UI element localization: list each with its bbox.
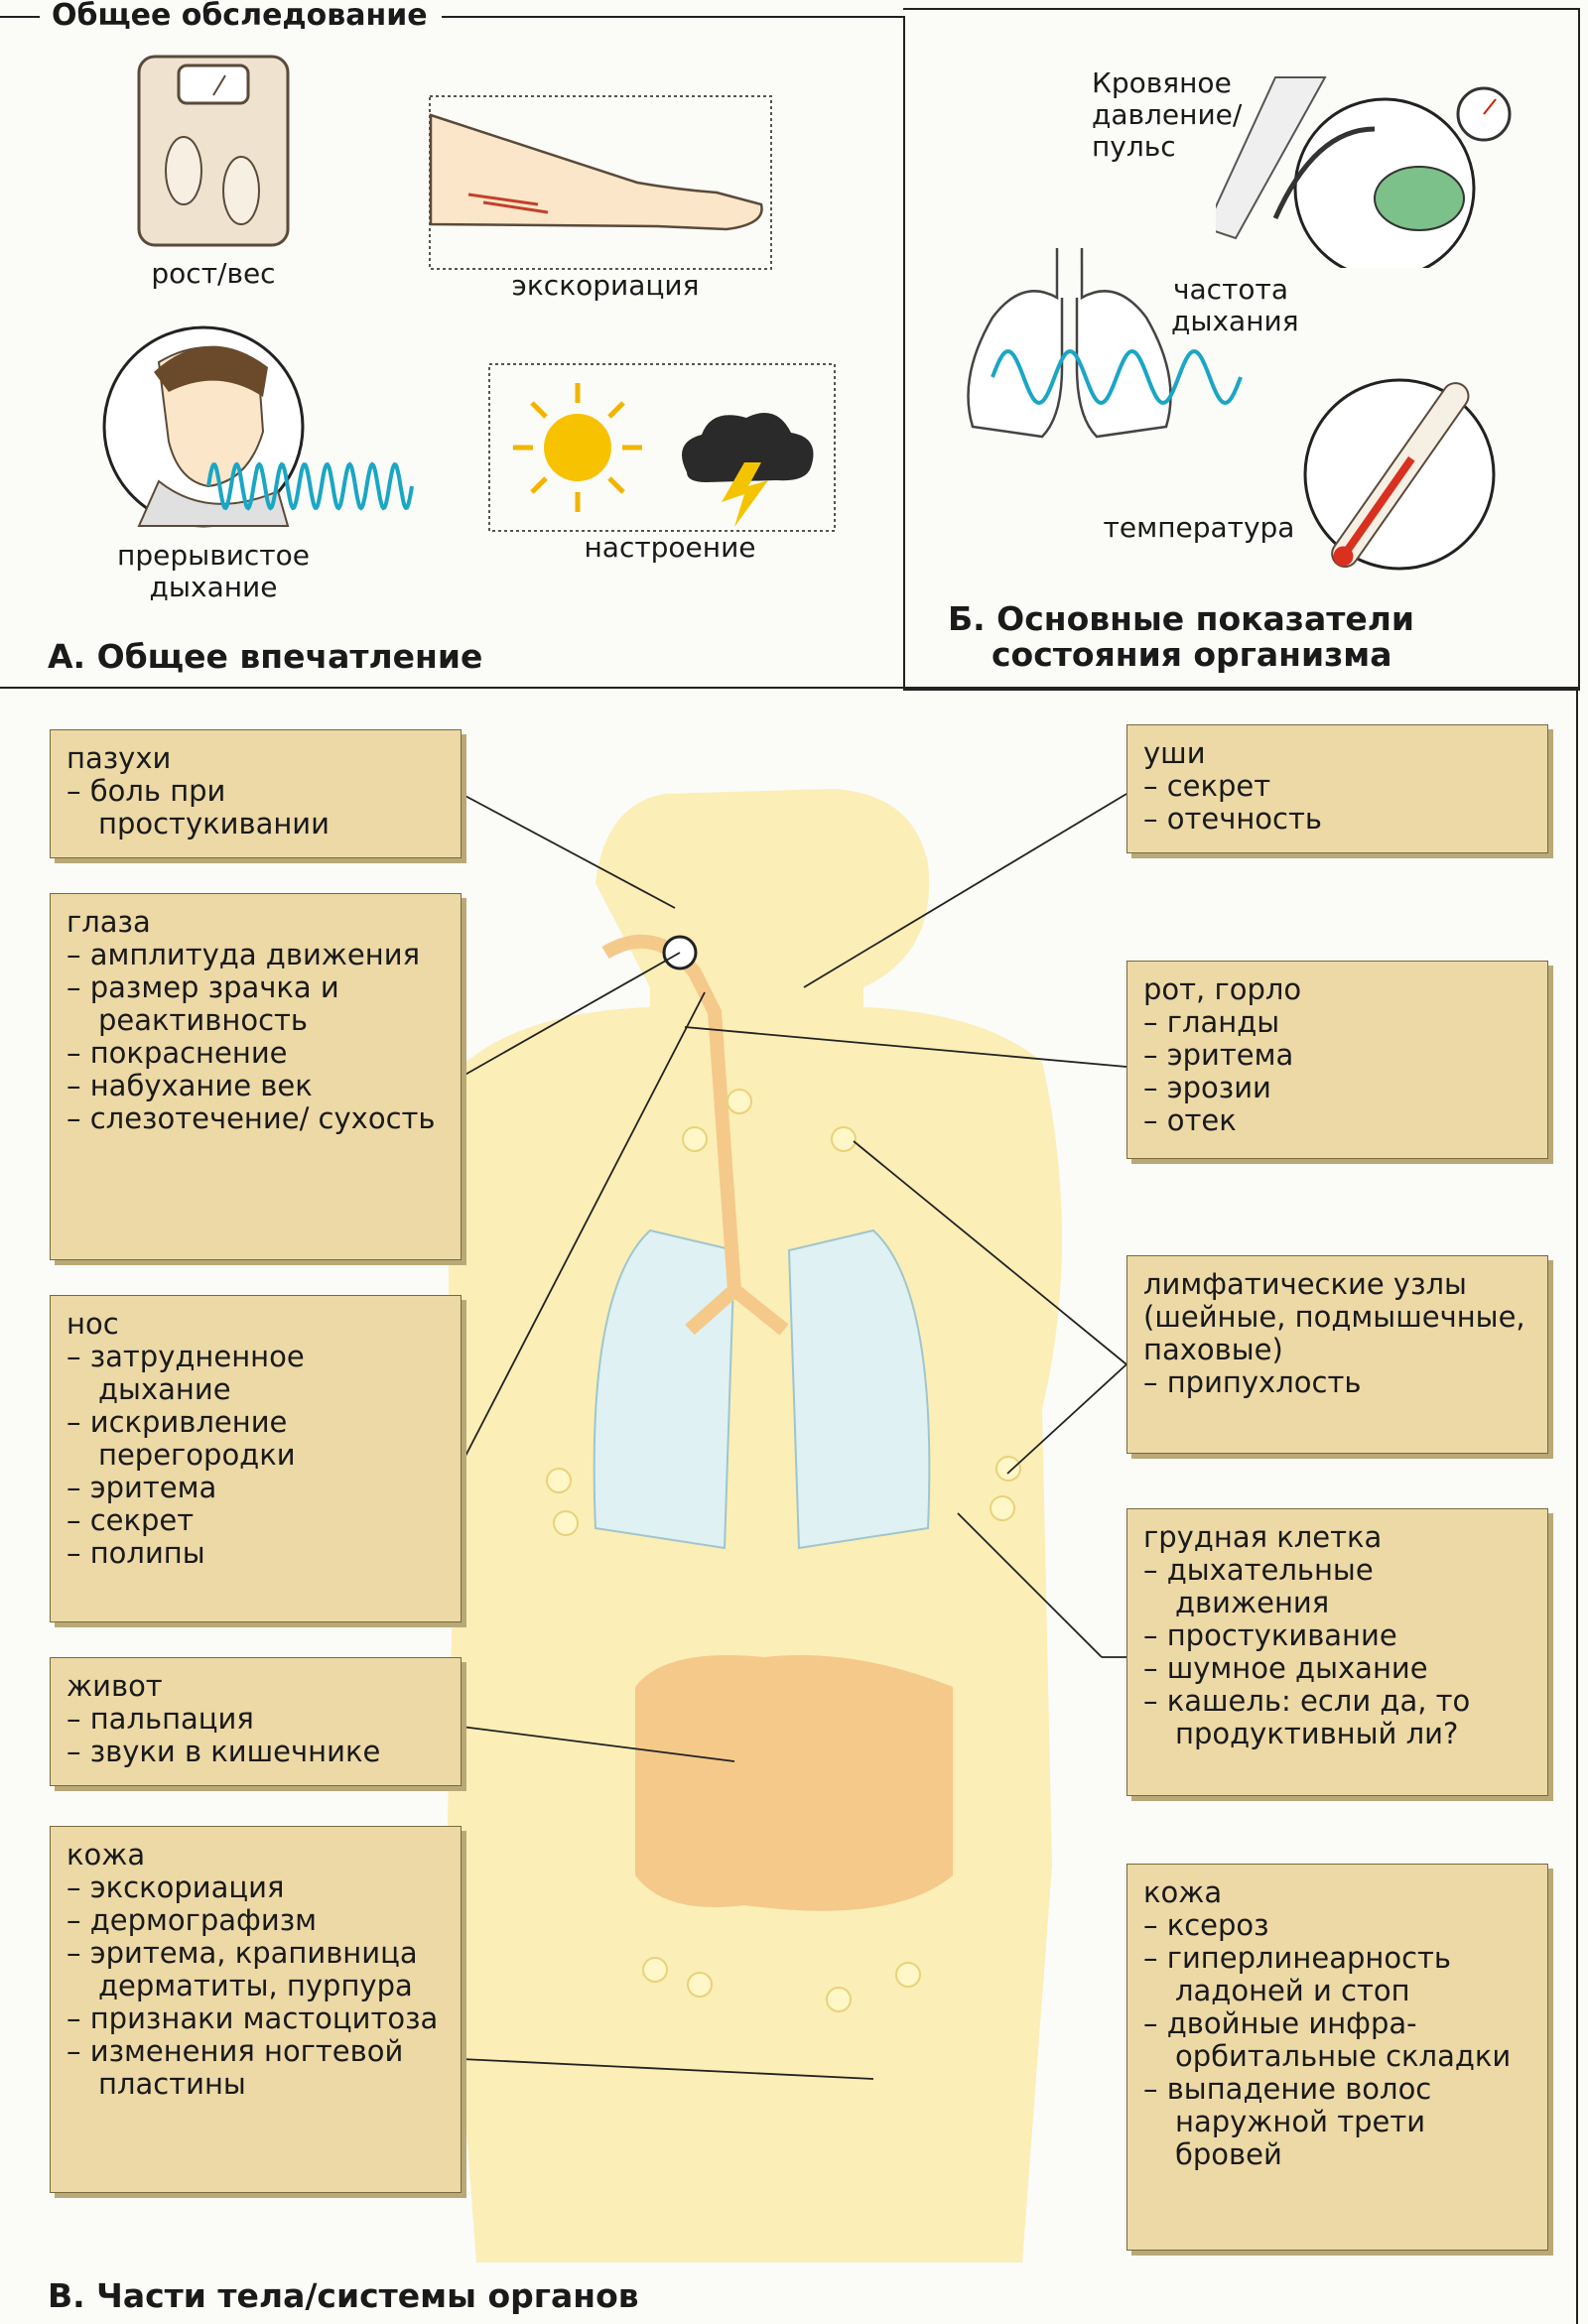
box-eyes-item: слезотечение/ сухость — [66, 1102, 445, 1135]
box-skin-right-item: ксероз — [1143, 1909, 1531, 1942]
box-nose-item: секрет — [66, 1504, 445, 1537]
box-mouth-throat-item: гланды — [1143, 1006, 1531, 1039]
blood-pressure-cuff-icon — [1216, 69, 1514, 268]
box-mouth-throat-item: эрозии — [1143, 1072, 1531, 1104]
box-skin-left-item: дермографизм — [66, 1904, 445, 1937]
box-chest-heading: грудная клетка — [1143, 1520, 1383, 1554]
box-skin-left-item: изменения ногтевой пластины — [66, 2035, 445, 2101]
box-lymph-nodes-heading: лимфатические узлы (шейные, подмышечные,… — [1143, 1267, 1525, 1366]
box-nose-item: эритема — [66, 1472, 445, 1504]
section-a-title: А. Общее впечатление — [48, 637, 483, 676]
thermometer-icon — [1280, 365, 1519, 574]
section-b-title-line1: Б. Основные показатели — [948, 599, 1415, 638]
box-eyes-item: покраснение — [66, 1037, 445, 1070]
box-nose: нос затрудненное дыхание искривление пер… — [50, 1295, 462, 1622]
intermittent-breathing-label: прерывистое дыхание — [117, 539, 310, 603]
box-eyes-heading: глаза — [66, 905, 151, 939]
height-weight-label: рост/вес — [151, 257, 276, 290]
person-breathing-icon — [99, 323, 417, 541]
box-skin-left-item: экскориация — [66, 1872, 445, 1904]
box-lymph-nodes: лимфатические узлы (шейные, подмышечные,… — [1126, 1255, 1548, 1454]
box-sinuses-heading: пазухи — [66, 741, 172, 775]
box-skin-right-heading: кожа — [1143, 1875, 1223, 1909]
temperature-label: температура — [1103, 511, 1295, 544]
box-chest-item: простукивание — [1143, 1619, 1531, 1652]
box-eyes: глаза амплитуда движения размер зрачка и… — [50, 893, 462, 1260]
excoriation-label: экскориация — [511, 269, 700, 302]
section-b-title-line2: состояния организма — [992, 635, 1392, 674]
box-ears-item: секрет — [1143, 770, 1531, 803]
box-eyes-item: размер зрачка и реактивность — [66, 971, 445, 1037]
box-abdomen: живот пальпация звуки в кишечнике — [50, 1657, 462, 1786]
body-diagram — [397, 774, 1181, 2262]
box-chest-item: шумное дыхание — [1143, 1652, 1531, 1685]
scale-icon — [134, 52, 293, 250]
box-nose-item: затрудненное дыхание — [66, 1341, 445, 1406]
mood-label: настроение — [584, 531, 756, 564]
box-abdomen-item: пальпация — [66, 1703, 445, 1736]
box-ears-item: отечность — [1143, 803, 1531, 836]
box-nose-heading: нос — [66, 1307, 119, 1341]
right-border — [1576, 687, 1578, 2324]
page-title: Общее обследование — [52, 0, 428, 33]
box-ears-heading: уши — [1143, 736, 1206, 770]
box-skin-right-item: выпадение волос наружной трети бровей — [1143, 2073, 1531, 2171]
box-skin-left-item: признаки мастоцитоза — [66, 2002, 445, 2035]
respiratory-rate-label: частота дыхания — [1171, 273, 1299, 337]
box-skin-left-item: эритема, крапивница дерматиты, пурпура — [66, 1937, 445, 2002]
arm-icon — [429, 95, 772, 270]
box-nose-item: полипы — [66, 1537, 445, 1570]
box-eyes-item: набухание век — [66, 1070, 445, 1102]
box-skin-right-item: двойные инфра-орбитальные складки — [1143, 2007, 1531, 2073]
right-lung — [787, 1228, 931, 1550]
sun-cloud-icon — [488, 363, 836, 532]
box-skin-left-heading: кожа — [66, 1838, 146, 1872]
section-a-frame — [0, 16, 905, 687]
box-ears: уши секрет отечность — [1126, 724, 1548, 853]
box-abdomen-item: звуки в кишечнике — [66, 1736, 445, 1768]
box-chest-item: кашель: если да, то продуктивный ли? — [1143, 1685, 1531, 1750]
box-chest: грудная клетка дыхательные движения прос… — [1126, 1508, 1548, 1796]
lungs-icon — [953, 238, 1270, 456]
left-lung — [593, 1228, 736, 1550]
box-lymph-nodes-item: припухлость — [1143, 1366, 1531, 1399]
section-b-frame — [903, 8, 1580, 691]
box-mouth-throat-item: отек — [1143, 1104, 1531, 1137]
box-skin-left: кожа экскориация дермографизм эритема, к… — [50, 1826, 462, 2193]
box-abdomen-heading: живот — [66, 1669, 163, 1703]
box-mouth-throat-heading: рот, горло — [1143, 972, 1302, 1006]
intestines — [635, 1655, 953, 1911]
section-b-title: Б. Основные показатели состояния организ… — [948, 601, 1414, 673]
box-skin-right: кожа ксероз гиперлинеарность ладоней и с… — [1126, 1864, 1548, 2251]
section-c-frame — [0, 687, 1578, 689]
box-mouth-throat: рот, горло гланды эритема эрозии отек — [1126, 961, 1548, 1159]
box-eyes-item: амплитуда движения — [66, 939, 445, 971]
top-left-rule — [0, 16, 40, 18]
box-skin-right-item: гиперлинеарность ладоней и стоп — [1143, 1942, 1531, 2007]
header-rule — [442, 16, 903, 18]
box-sinuses: пазухи боль при простукивании — [50, 729, 462, 858]
box-sinuses-item: боль при простукивании — [66, 775, 445, 840]
box-chest-item: дыхательные движения — [1143, 1554, 1531, 1619]
box-mouth-throat-item: эритема — [1143, 1039, 1531, 1072]
blood-pressure-label: Кровяное давление/ пульс — [1092, 66, 1243, 163]
section-c-title: В. Части тела/системы органов — [48, 2276, 639, 2315]
box-nose-item: искривление перегородки — [66, 1406, 445, 1472]
